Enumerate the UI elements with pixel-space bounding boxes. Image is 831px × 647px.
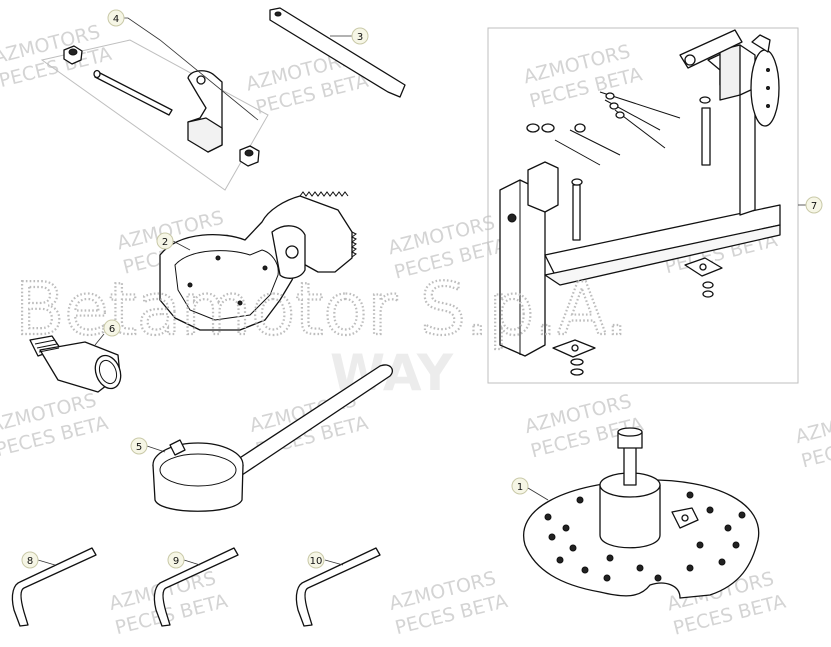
part-3-strap: [269, 7, 406, 98]
part-4-nut-2: [239, 145, 260, 167]
part-7-feet: [552, 257, 723, 376]
callout-5-label: 5: [136, 442, 142, 453]
part-7-stand: [487, 27, 799, 384]
part-4-nut: [63, 45, 83, 65]
callout-9-label: 9: [173, 556, 179, 567]
part-6-socket: [29, 335, 122, 393]
callout-7[interactable]: 7: [798, 196, 823, 214]
callout-8[interactable]: 8: [21, 551, 56, 569]
part-4-bracket: [187, 70, 223, 153]
callout-6[interactable]: 6: [94, 319, 121, 346]
callout-9[interactable]: 9: [167, 551, 201, 569]
callout-5[interactable]: 5: [130, 437, 166, 455]
callout-1[interactable]: 1: [511, 477, 549, 501]
callout-4-label: 4: [113, 14, 119, 25]
callout-10[interactable]: 10: [307, 551, 344, 569]
part-8-hex-key: [11, 547, 97, 627]
part-1-flywheel-holder: [523, 427, 760, 599]
part-7-outline: [487, 27, 799, 384]
callout-1-label: 1: [517, 482, 523, 493]
callout-3-label: 3: [357, 32, 363, 43]
part-7-bolts: [526, 91, 711, 241]
callout-6-label: 6: [109, 324, 115, 335]
callout-7-label: 7: [811, 201, 817, 212]
part-10-hex-key: [295, 547, 381, 627]
callout-10-label: 10: [310, 556, 323, 567]
part-5-wrench: [152, 364, 394, 512]
part-9-hex-key: [153, 547, 239, 627]
callout-2-label: 2: [162, 237, 168, 248]
part-2-holder: [159, 191, 357, 331]
callouts: 4 3 7 2 6 5: [21, 9, 823, 569]
part-1-holes: [544, 491, 746, 582]
callout-2[interactable]: 2: [156, 232, 191, 251]
watermark-line1: AZMOTORS: [793, 400, 831, 448]
part-4-kit: [40, 39, 269, 191]
callout-3[interactable]: 3: [330, 27, 369, 45]
part-4-pin: [93, 69, 173, 116]
watermark-brand: Betamotor S.p.A.: [15, 267, 628, 351]
callout-4[interactable]: 4: [107, 9, 259, 121]
callout-8-label: 8: [27, 556, 33, 567]
part-4-outline: [40, 39, 269, 191]
